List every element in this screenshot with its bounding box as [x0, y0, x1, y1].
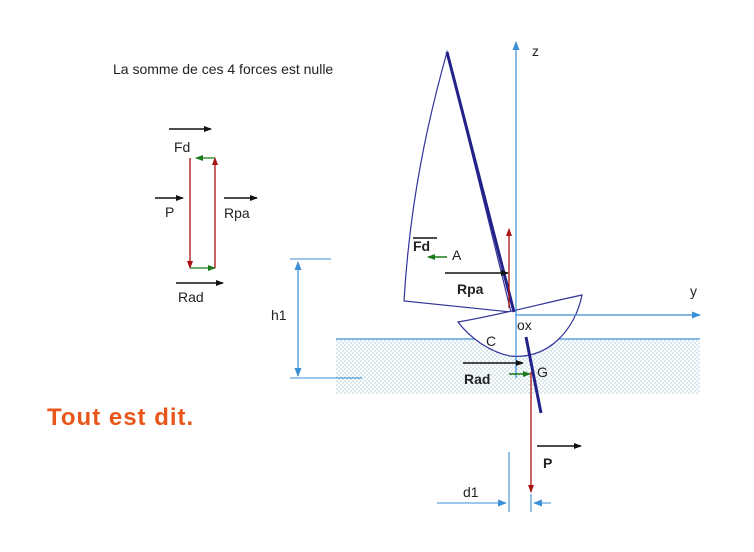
h1-label: h1 — [271, 307, 287, 323]
point-label-a: A — [452, 247, 462, 263]
origin-label: ox — [517, 317, 532, 333]
polygon-label-rpa: Rpa — [224, 205, 250, 221]
polygon-label-p: P — [165, 204, 174, 220]
sail — [403, 49, 512, 313]
caption-text: La somme de ces 4 forces est nulle — [113, 61, 333, 77]
h1-dimension — [290, 258, 362, 379]
daggerboard — [524, 336, 543, 414]
polygon-label-fd: Fd — [174, 139, 190, 155]
mast — [445, 51, 516, 313]
point-label-g: G — [537, 364, 548, 380]
point-label-c: C — [486, 333, 496, 349]
d1-label: d1 — [463, 484, 479, 500]
force-label-p: P — [543, 455, 552, 471]
d1-dimension — [437, 452, 551, 512]
y-axis-label: y — [690, 283, 697, 299]
conclusion-text: Tout est dit. — [47, 404, 194, 431]
force-polygon: Fd P Rpa Rad — [155, 126, 258, 305]
force-label-rad: Rad — [464, 371, 490, 387]
polygon-label-rad: Rad — [178, 289, 204, 305]
force-label-rpa: Rpa — [457, 281, 484, 297]
force-label-fd: Fd — [413, 238, 430, 254]
z-axis-label: z — [532, 43, 539, 59]
